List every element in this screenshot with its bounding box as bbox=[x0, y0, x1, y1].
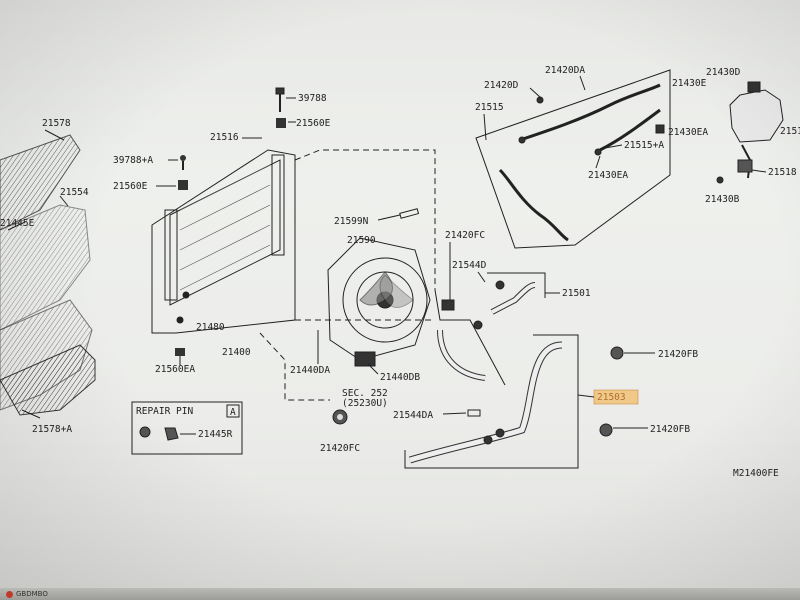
label-21515A: 21515+A bbox=[624, 140, 664, 151]
label-21430EA-top: 21430EA bbox=[668, 127, 708, 138]
clamp-21420FB-top bbox=[610, 346, 655, 360]
label-21578A: 21578+A bbox=[32, 424, 72, 435]
label-sec252: SEC. 252 bbox=[342, 388, 388, 399]
app-icon bbox=[6, 590, 13, 598]
label-21420FB-top: 21420FB bbox=[658, 349, 698, 360]
label-21420FB-bottom: 21420FB bbox=[650, 424, 690, 435]
label-21430B: 21430B bbox=[705, 194, 740, 205]
repair-pin-box bbox=[131, 401, 243, 455]
fan-assembly bbox=[327, 237, 431, 367]
label-21503: 21503 bbox=[597, 392, 626, 403]
label-21544D: 21544D bbox=[452, 260, 487, 271]
repair-pin-title: REPAIR PIN bbox=[136, 406, 193, 417]
label-sec252-sub: (25230U) bbox=[342, 398, 388, 409]
radiator-box bbox=[151, 149, 296, 334]
label-21430E: 21430E bbox=[672, 78, 707, 89]
label-21445E: 21445E bbox=[0, 218, 35, 229]
label-21420DA: 21420DA bbox=[545, 65, 585, 76]
label-21590: 21590 bbox=[347, 235, 376, 246]
clip-21560E-top bbox=[276, 118, 296, 128]
label-21544DA: 21544DA bbox=[393, 410, 433, 421]
clip-21560E-left bbox=[156, 180, 188, 190]
label-21430D: 21430D bbox=[706, 67, 741, 78]
label-21420D: 21420D bbox=[484, 80, 519, 91]
taskbar: GBDMBO bbox=[0, 588, 800, 600]
upper-hose-group bbox=[434, 272, 546, 386]
clamp-21420FB-bottom bbox=[599, 423, 648, 437]
label-2151-right: 2151 bbox=[780, 126, 800, 137]
label-21515: 21515 bbox=[475, 102, 504, 113]
label-21400: 21400 bbox=[222, 347, 251, 358]
repair-pin-tag: A bbox=[230, 407, 236, 418]
reservoir-tank bbox=[716, 81, 784, 184]
label-21501: 21501 bbox=[562, 288, 591, 299]
label-39788A: 39788+A bbox=[113, 155, 153, 166]
label-21440DA: 21440DA bbox=[290, 365, 330, 376]
diagram-code: M21400FE bbox=[733, 468, 779, 479]
label-21518: 21518 bbox=[768, 167, 797, 178]
label-21430EA-bottom: 21430EA bbox=[588, 170, 628, 181]
label-21420FC-bottom: 21420FC bbox=[320, 443, 360, 454]
clip-21560EA bbox=[175, 348, 185, 366]
label-21516: 21516 bbox=[210, 132, 239, 143]
label-21599N: 21599N bbox=[334, 216, 369, 227]
label-21560E-left: 21560E bbox=[113, 181, 148, 192]
label-21420FC-top: 21420FC bbox=[445, 230, 485, 241]
repair-pin-part: 21445R bbox=[198, 429, 233, 440]
label-21560EA: 21560EA bbox=[155, 364, 195, 375]
label-21480: 21480 bbox=[196, 322, 225, 333]
label-21554: 21554 bbox=[60, 187, 89, 198]
taskbar-app-button[interactable]: GBDMBO bbox=[6, 589, 48, 599]
cap-21420FC-bottom bbox=[332, 409, 348, 425]
label-21440DB: 21440DB bbox=[380, 372, 420, 383]
label-21578: 21578 bbox=[42, 118, 71, 129]
lower-hose-group bbox=[404, 334, 579, 469]
shroud-assembly bbox=[0, 129, 96, 419]
label-39788: 39788 bbox=[298, 93, 327, 104]
reservoir-tube-group bbox=[475, 69, 671, 249]
bolt-39788 bbox=[275, 87, 296, 112]
bolt-39788A bbox=[168, 155, 186, 170]
fan-boundary bbox=[259, 149, 436, 401]
taskbar-label: GBDMBO bbox=[16, 590, 48, 598]
label-21560E-top: 21560E bbox=[296, 118, 331, 129]
